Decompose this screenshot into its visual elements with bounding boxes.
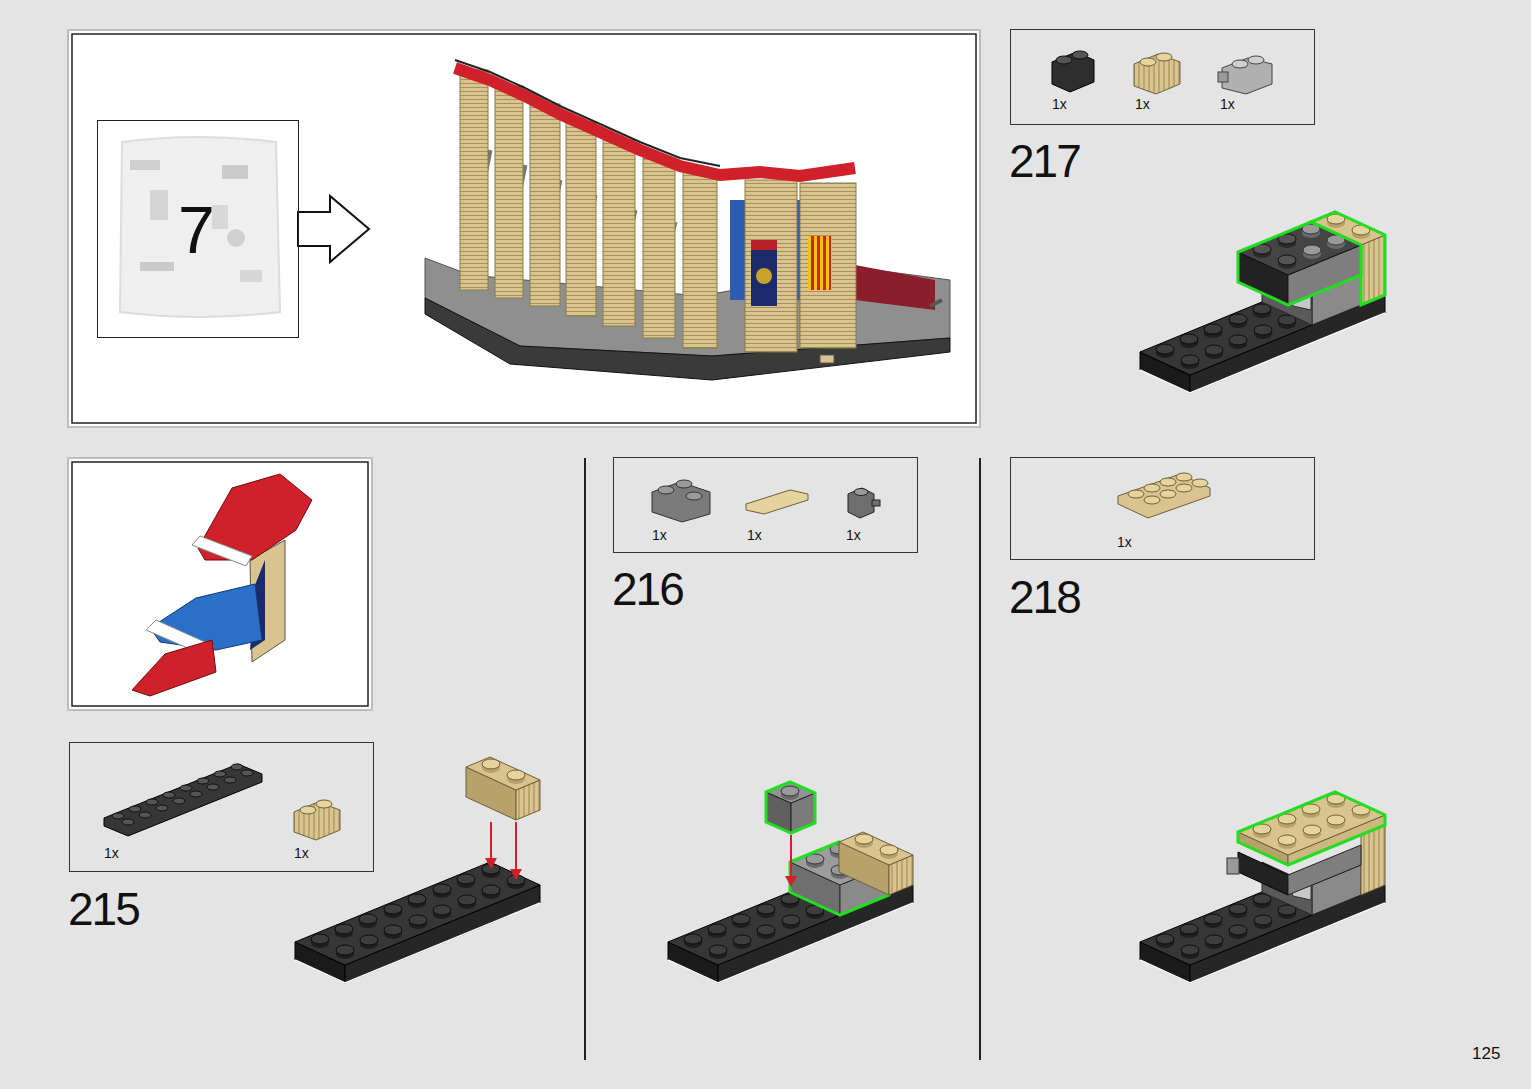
part-quantity: 1x xyxy=(846,528,861,542)
bag-number: 7 xyxy=(178,197,215,263)
part-quantity: 1x xyxy=(1135,97,1150,111)
page-number: 125 xyxy=(1472,1045,1500,1062)
part-quantity: 1x xyxy=(294,846,309,860)
part-quantity: 1x xyxy=(104,846,119,860)
parts-callout: 1x 1x 1x xyxy=(613,457,918,553)
part-quantity: 1x xyxy=(747,528,762,542)
bag-box: 7 xyxy=(97,120,299,338)
step-number: 218 xyxy=(1009,574,1080,620)
step-number: 217 xyxy=(1009,138,1080,184)
part-quantity: 1x xyxy=(652,528,667,542)
step-number: 216 xyxy=(612,566,683,612)
part-quantity: 1x xyxy=(1117,535,1132,549)
part-quantity: 1x xyxy=(1220,97,1235,111)
part-quantity: 1x xyxy=(1052,97,1067,111)
parts-callout: 1x 1x 1x xyxy=(1010,29,1315,125)
step-number: 215 xyxy=(68,886,139,932)
parts-callout: 1x 1x xyxy=(69,742,374,872)
parts-callout: 1x xyxy=(1010,457,1315,560)
